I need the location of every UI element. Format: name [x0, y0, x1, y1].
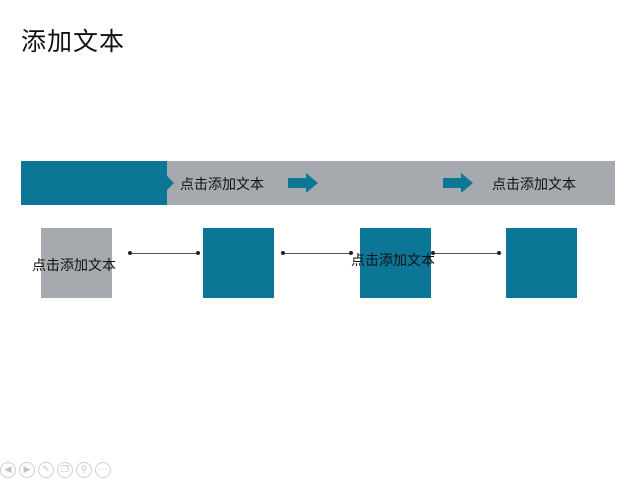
more-icon[interactable]: ⋯	[95, 462, 111, 478]
band-accent-block	[21, 161, 167, 205]
zoom-icon[interactable]: ⚲	[76, 462, 92, 478]
connector-line-3	[433, 253, 499, 254]
slideshow-toolbar: ◀ ▶ ✎ ❐ ⚲ ⋯	[0, 462, 111, 482]
band-label-1: 点击添加文本	[180, 177, 264, 193]
connector-dot	[196, 251, 200, 255]
step-box-2	[203, 228, 274, 298]
step-box-1	[41, 228, 112, 298]
band-accent-tip	[167, 176, 174, 190]
slide-title: 添加文本	[21, 27, 126, 56]
step-box-1-label: 点击添加文本	[32, 258, 116, 274]
band-label-2: 点击添加文本	[492, 177, 576, 193]
copy-icon[interactable]: ❐	[57, 462, 73, 478]
connector-line-2	[283, 253, 351, 254]
connector-dot	[281, 251, 285, 255]
connector-dot	[431, 251, 435, 255]
right-arrow-icon	[443, 173, 473, 193]
prev-icon[interactable]: ◀	[0, 462, 16, 478]
connector-dot	[128, 251, 132, 255]
step-box-3	[360, 228, 431, 298]
connector-dot	[349, 251, 353, 255]
connector-dot	[497, 251, 501, 255]
connector-line-1	[130, 253, 198, 254]
pen-icon[interactable]: ✎	[38, 462, 54, 478]
right-arrow-icon	[288, 173, 318, 193]
step-box-4	[506, 228, 577, 298]
step-box-3-label: 点击添加文本	[351, 253, 435, 269]
next-icon[interactable]: ▶	[19, 462, 35, 478]
